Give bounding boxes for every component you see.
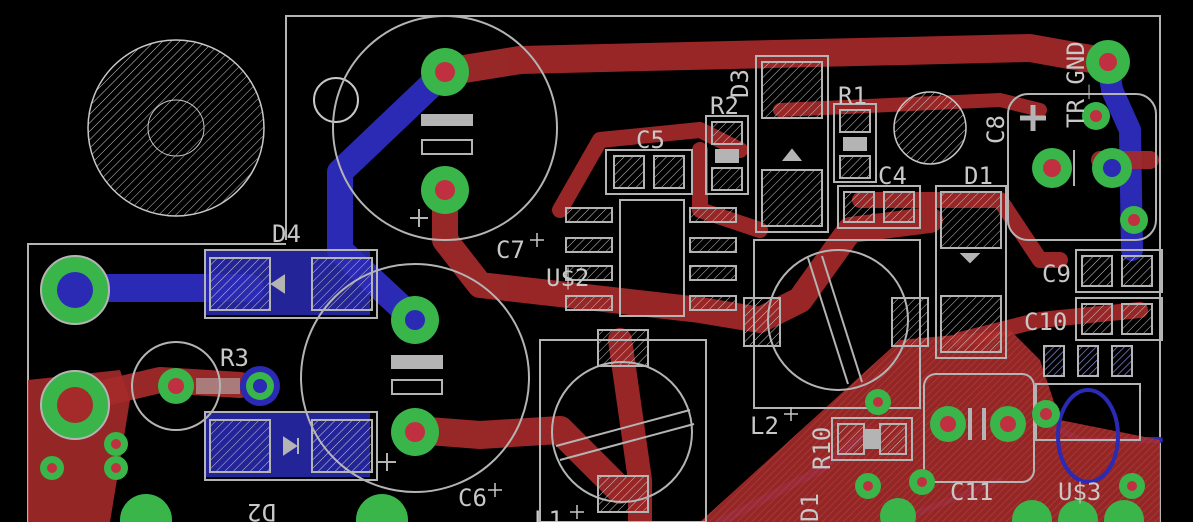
pad-via-3 — [865, 389, 891, 415]
diode-d4-outline — [204, 249, 378, 319]
label-d2: D2 — [247, 498, 276, 522]
pad-c11-2 — [990, 406, 1026, 442]
ic-us3-footprint — [1035, 345, 1141, 484]
pad-header-1 — [120, 494, 172, 522]
pad-via-7 — [104, 432, 128, 456]
top-copper-hatch-region — [700, 330, 1160, 522]
capacitor-c7-outline — [332, 15, 558, 241]
pad-connector-1 — [40, 255, 110, 325]
inductor-l1-footprint — [539, 329, 707, 522]
capacitor-c8-outline — [1007, 93, 1157, 241]
resistor-r10-footprint — [831, 417, 913, 461]
label-d1-top: D1 — [964, 162, 993, 190]
label-d3: D3 — [726, 69, 754, 98]
label-us3: U$3 — [1058, 478, 1101, 506]
pad-tr-gnd — [1086, 40, 1130, 84]
label-us2: U$2 — [546, 264, 589, 292]
label-l1: L1 — [534, 506, 563, 522]
inductor-l2-footprint — [743, 239, 929, 409]
pad-via-5 — [909, 469, 935, 495]
diode-d3-outline — [755, 55, 829, 233]
capacitor-c6-outline — [300, 263, 530, 493]
pad-r3-1 — [158, 368, 194, 404]
diode-d2-outline — [204, 411, 378, 481]
pad-header-2 — [356, 494, 408, 522]
label-r1: R1 — [838, 82, 867, 110]
pad-r3-2 — [240, 366, 280, 406]
pad-via-2 — [1120, 206, 1148, 234]
pad-connector-2 — [40, 370, 110, 440]
pad-via-6 — [1119, 473, 1145, 499]
pad-c7-plus — [421, 48, 469, 96]
capacitor-c4-footprint — [837, 185, 921, 229]
capacitor-c10-footprint — [1075, 297, 1163, 341]
pad-header-4 — [1012, 500, 1144, 522]
small-outline-circle — [313, 77, 359, 123]
label-r2: R2 — [710, 92, 739, 120]
label-c7: C7 — [496, 236, 525, 264]
pad-via-8 — [104, 456, 128, 480]
pad-c8-1 — [1032, 148, 1072, 188]
resistor-r1-footprint — [833, 103, 877, 183]
pad-header-3 — [880, 498, 916, 522]
pad-via-4 — [855, 473, 881, 499]
resistor-r2-footprint — [705, 115, 749, 195]
pad-c8-2 — [1092, 148, 1132, 188]
label-d1-bottom: D1 — [796, 493, 824, 522]
label-r10: R10 — [808, 427, 836, 470]
origin-markers — [488, 233, 798, 519]
label-c8: C8 — [982, 115, 1010, 144]
ic-us2-footprint — [565, 199, 737, 317]
resistor-r3-outline — [131, 341, 240, 431]
diode-d1-outline — [935, 185, 1007, 359]
pad-group — [40, 40, 1148, 522]
pad-via-1 — [1082, 102, 1110, 130]
pad-c7-minus — [421, 166, 469, 214]
label-c11: C11 — [950, 478, 993, 506]
label-d4: D4 — [272, 220, 301, 248]
label-c10: C10 — [1024, 308, 1067, 336]
label-c6: C6 — [458, 484, 487, 512]
label-c5: C5 — [636, 126, 665, 154]
pad-c6-minus — [391, 408, 439, 456]
pad-c11-1 — [930, 406, 966, 442]
label-tr-gnd: TR_GND — [1062, 41, 1090, 128]
mounting-hole-small — [893, 91, 967, 165]
pad-us3-1 — [1032, 400, 1060, 428]
mounting-hole-large — [87, 39, 265, 217]
pad-via-9 — [40, 456, 64, 480]
capacitor-c9-footprint — [1075, 249, 1163, 293]
label-c4: C4 — [878, 162, 907, 190]
capacitor-c5-footprint — [605, 149, 693, 195]
label-r3: R3 — [220, 344, 249, 372]
pad-c6-plus — [391, 296, 439, 344]
label-l2: L2 — [750, 412, 779, 440]
capacitor-c11-outline — [923, 373, 1035, 483]
label-c9: C9 — [1042, 260, 1071, 288]
